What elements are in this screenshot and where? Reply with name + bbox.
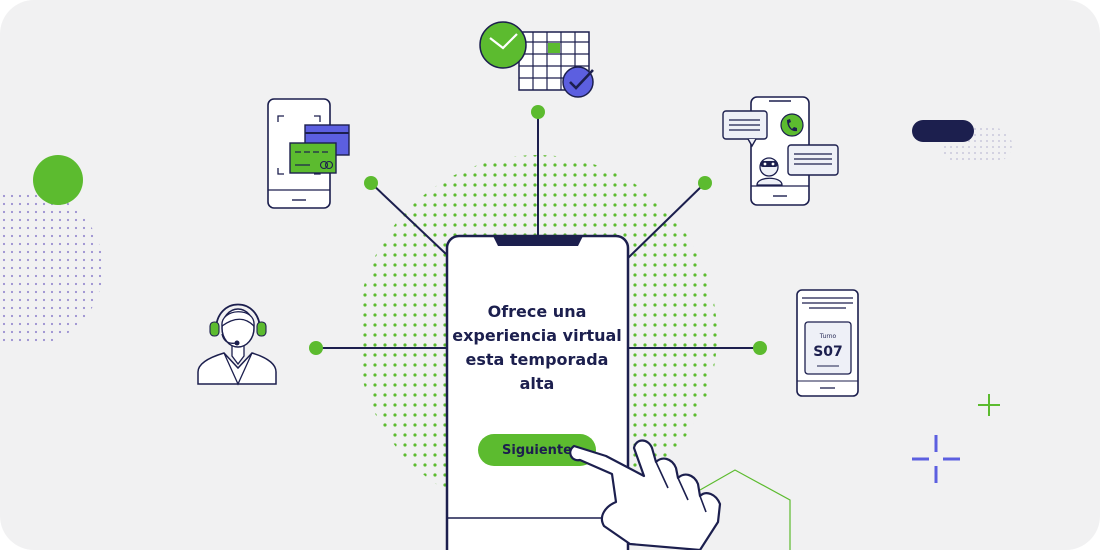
green-dot-decoration — [33, 155, 83, 205]
navy-pill-decoration — [912, 120, 974, 142]
hexagon-outline — [699, 469, 791, 550]
connector-nodes — [309, 105, 767, 355]
call-agent-icon — [197, 303, 277, 386]
dotted-circle-left — [0, 190, 103, 346]
large-plus-icon — [912, 435, 960, 483]
calendar-clock-icon — [479, 21, 594, 98]
connector-lines — [316, 112, 760, 349]
ticket-label: Turno — [819, 333, 837, 340]
chat-bot-phone-icon — [722, 96, 839, 206]
payment-cards-phone-icon — [267, 98, 350, 209]
main-phone — [445, 234, 630, 550]
ticket-phone-icon — [796, 289, 859, 397]
ticket-code: S07 — [813, 344, 843, 360]
headline: Ofrece una experiencia virtual esta temp… — [452, 302, 622, 393]
small-plus-icon — [978, 394, 1000, 416]
